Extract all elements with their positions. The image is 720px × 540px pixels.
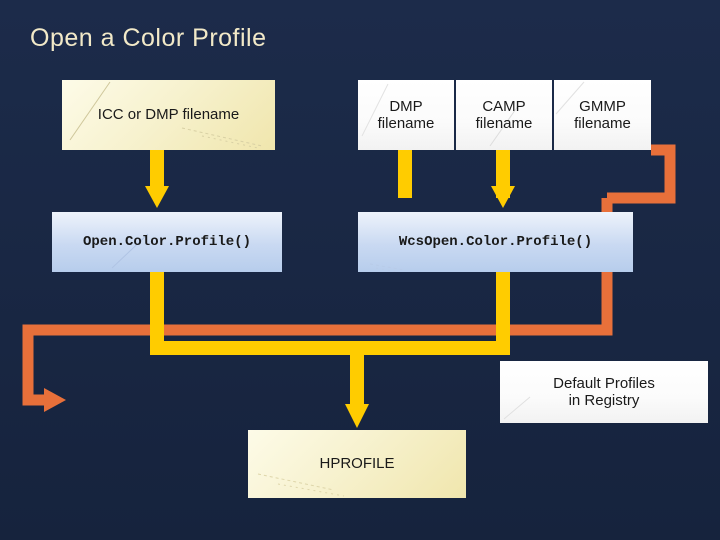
node-label-line1: Default Profiles [553, 374, 655, 392]
node-label-line2: filename [377, 115, 435, 132]
node-label: WcsOpen.Color.Profile() [398, 233, 593, 250]
node-label-line1: GMMP [579, 97, 626, 115]
node-label-line2: filename [475, 115, 533, 132]
node-label-line1: CAMP [482, 97, 526, 115]
node-open-color-profile[interactable]: Open.Color.Profile() [52, 212, 282, 272]
edge-icc-to-open [145, 150, 169, 208]
edge-gmmp-to-wcs [607, 144, 676, 204]
node-label: Open.Color.Profile() [82, 233, 252, 250]
edge-wcs-to-hprofile [357, 272, 510, 355]
node-camp-filename[interactable]: CAMP filename [456, 80, 552, 150]
node-hprofile[interactable]: HPROFILE [248, 430, 466, 498]
edge-registry-to-left [22, 198, 613, 412]
edge-camp-to-wcs [491, 150, 515, 208]
edge-open-to-hprofile [150, 272, 369, 428]
node-label: ICC or DMP filename [97, 106, 240, 124]
node-wcs-open-color-profile[interactable]: WcsOpen.Color.Profile() [358, 212, 633, 272]
node-label-line1: DMP [389, 97, 423, 115]
node-default-profiles-registry[interactable]: Default Profiles in Registry [500, 361, 708, 423]
node-label: HPROFILE [319, 455, 395, 473]
node-gmmp-filename[interactable]: GMMP filename [554, 80, 651, 150]
node-label-line2: filename [574, 115, 631, 132]
node-dmp-filename[interactable]: DMP filename [358, 80, 454, 150]
page-title: Open a Color Profile [30, 24, 267, 52]
node-label-line2: in Registry [568, 392, 640, 409]
node-icc-dmp-filename[interactable]: ICC or DMP filename [62, 80, 275, 150]
edge-dmp-to-wcs [398, 150, 412, 198]
